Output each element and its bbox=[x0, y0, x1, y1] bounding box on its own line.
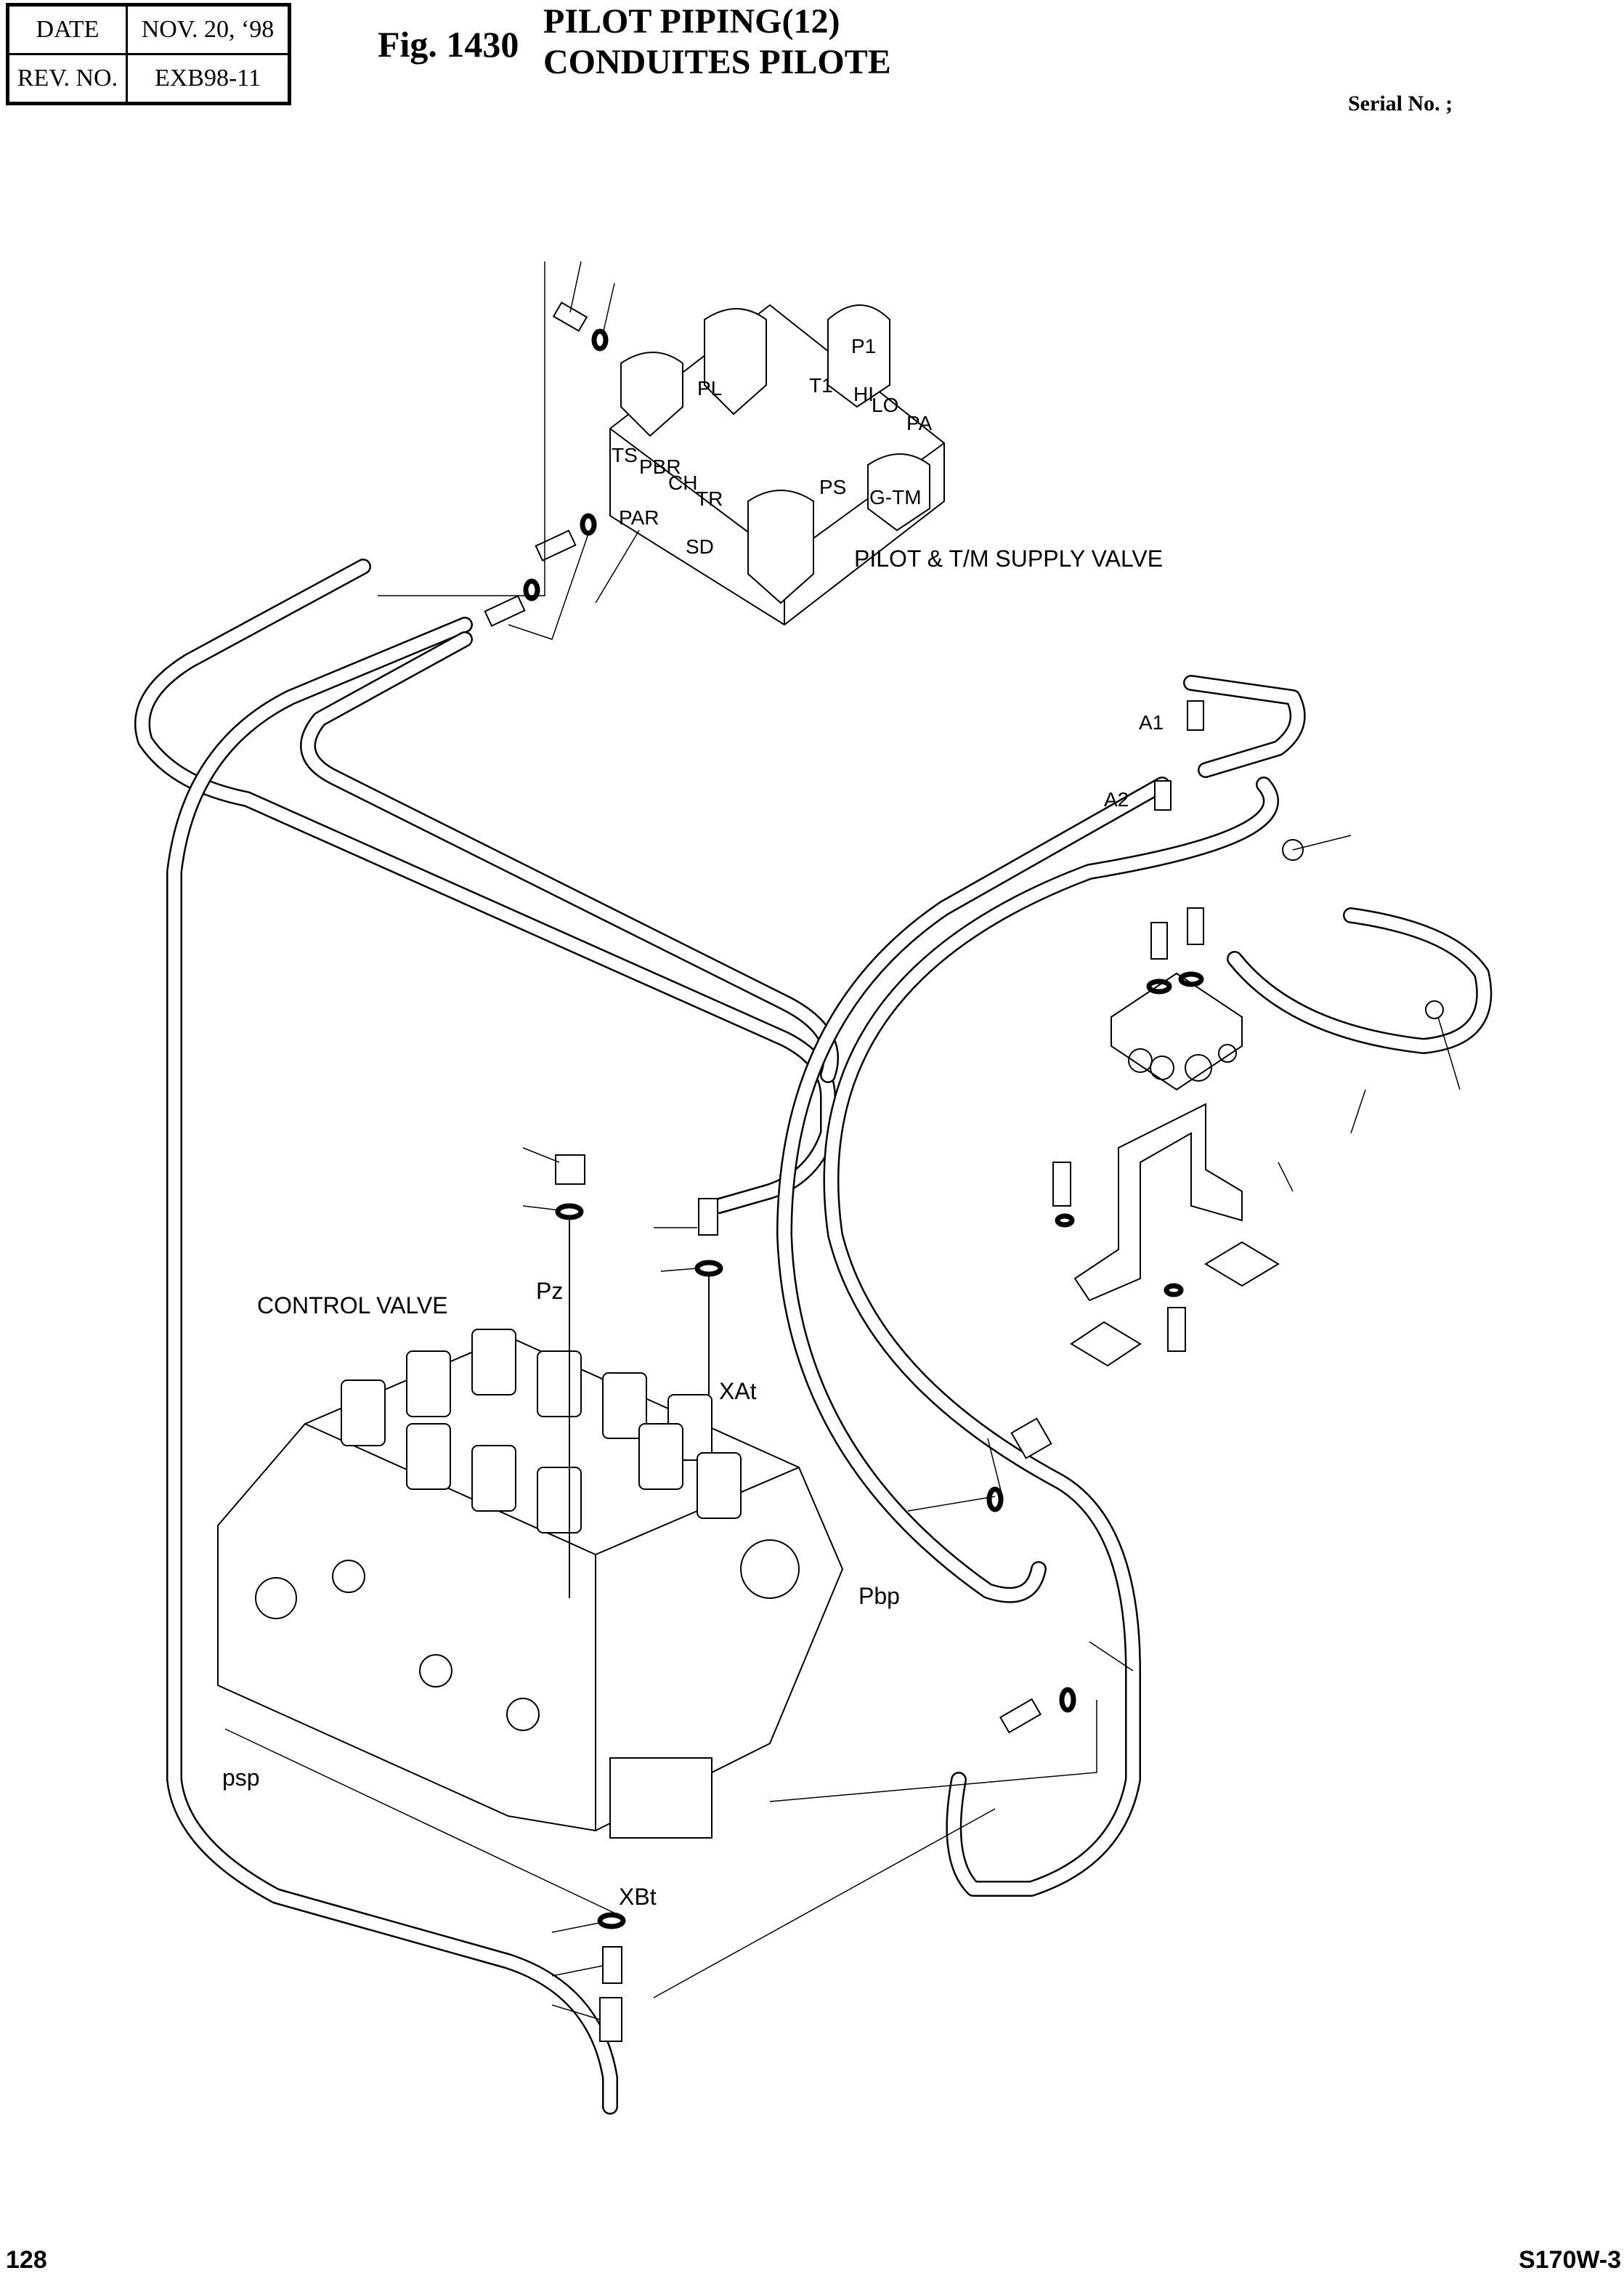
hose-clamp bbox=[1425, 1000, 1444, 1019]
port-label-a1: A1 bbox=[1139, 711, 1164, 734]
control-valve bbox=[217, 1329, 844, 1839]
port-label-t1: T1 bbox=[809, 374, 833, 397]
supply-valve-port-labels: P1 T1 PL HI LO PA TS PBR CH TR PAR SD PS… bbox=[612, 335, 1163, 572]
shuttle-block-assembly: A1 A2 bbox=[1052, 700, 1461, 1367]
port-label-pbp: Pbp bbox=[858, 1583, 900, 1609]
bolt bbox=[1052, 1162, 1071, 1207]
port-label-ps: PS bbox=[819, 476, 846, 498]
o-ring bbox=[580, 513, 597, 536]
model-number: S170W-3 bbox=[1518, 2246, 1621, 2274]
title-french: CONDUITES PILOTE bbox=[543, 43, 891, 81]
port-label-hi: HI bbox=[853, 383, 874, 405]
port-label-pl: PL bbox=[697, 377, 722, 400]
port-label-sd: SD bbox=[686, 535, 714, 558]
control-valve-labels: CONTROL VALVE Pz XAt Pbp psp XBt bbox=[222, 1278, 900, 1910]
port-label-ch: CH bbox=[668, 471, 697, 494]
washer bbox=[1164, 1283, 1184, 1297]
washer bbox=[1055, 1213, 1075, 1228]
o-ring bbox=[523, 578, 540, 601]
shuttle-block bbox=[1111, 972, 1243, 1091]
control-valve-name: CONTROL VALVE bbox=[257, 1292, 448, 1318]
port-label-pz: Pz bbox=[536, 1278, 563, 1304]
port-fitting-a1 bbox=[1187, 700, 1204, 731]
o-ring bbox=[1146, 979, 1172, 994]
port-label-lo: LO bbox=[872, 394, 898, 416]
rubber-mount bbox=[1204, 1241, 1280, 1287]
port-label-ts: TS bbox=[612, 444, 638, 466]
adapter-fitting bbox=[999, 1698, 1042, 1734]
revision-info-table: DATE NOV. 20, ‘98 REV. NO. EXB98-11 bbox=[6, 3, 291, 105]
figure-title: PILOT PIPING(12) CONDUITES PILOTE bbox=[543, 1, 891, 83]
elbow-fitting-pbp bbox=[1010, 1417, 1052, 1459]
rev-label: REV. NO. bbox=[7, 53, 128, 105]
tee-fitting bbox=[1187, 907, 1204, 945]
control-valve-fittings bbox=[224, 1147, 1134, 2042]
port-label-xbt: XBt bbox=[619, 1884, 657, 1910]
control-valve-body bbox=[217, 1335, 844, 1832]
rubber-mount bbox=[1070, 1321, 1142, 1367]
pilot-tm-supply-valve bbox=[609, 304, 945, 626]
port-label-g-tm: G-TM bbox=[869, 486, 922, 509]
o-ring bbox=[591, 328, 609, 352]
bolt bbox=[1167, 1307, 1186, 1352]
port-label-pbr: PBR bbox=[639, 455, 681, 478]
o-ring bbox=[1178, 971, 1204, 987]
o-ring bbox=[986, 1486, 1004, 1512]
o-ring bbox=[555, 1203, 584, 1220]
o-ring bbox=[597, 1912, 626, 1929]
hose-end-fitting bbox=[599, 1997, 622, 2042]
adapter-fitting bbox=[552, 301, 588, 332]
port-fitting-a2 bbox=[1154, 780, 1172, 811]
adapter-fitting-xat bbox=[698, 1198, 718, 1236]
port-label-psp: psp bbox=[222, 1765, 260, 1791]
adapter-fitting bbox=[1150, 922, 1168, 960]
rev-value: EXB98-11 bbox=[126, 53, 291, 105]
port-label-tr: TR bbox=[696, 487, 723, 510]
port-label-a2: A2 bbox=[1104, 788, 1129, 811]
solenoid-front bbox=[747, 490, 814, 604]
o-ring bbox=[694, 1260, 723, 1277]
supply-valve-name: PILOT & T/M SUPPLY VALVE bbox=[854, 546, 1163, 572]
solenoid-right bbox=[827, 304, 890, 408]
adapter-fitting bbox=[484, 595, 526, 627]
serial-number-label: Serial No. ; bbox=[1348, 92, 1453, 116]
end-cover bbox=[609, 1757, 712, 1839]
solenoid-center bbox=[704, 308, 767, 416]
date-value: NOV. 20, ‘98 bbox=[126, 4, 291, 55]
figure-number: Fig. 1430 bbox=[378, 24, 519, 65]
o-ring bbox=[1059, 1687, 1076, 1713]
adapter-fitting-xbt bbox=[602, 1946, 622, 1984]
mounting-bracket bbox=[1073, 1103, 1243, 1302]
solenoid-left bbox=[620, 352, 683, 437]
adapter-fitting bbox=[535, 530, 577, 562]
port-label-pa: PA bbox=[906, 412, 933, 434]
port-label-par: PAR bbox=[619, 506, 659, 529]
port-label-xat: XAt bbox=[719, 1378, 757, 1404]
title-english: PILOT PIPING(12) bbox=[543, 2, 840, 41]
elbow-fitting-pz bbox=[555, 1154, 585, 1185]
solenoid-gtm bbox=[867, 453, 930, 532]
date-label: DATE bbox=[7, 4, 128, 55]
supply-valve-fittings bbox=[378, 261, 640, 640]
page-number: 128 bbox=[6, 2246, 47, 2274]
port-label-p1: P1 bbox=[851, 335, 876, 357]
pilot-hoses bbox=[134, 559, 1493, 2115]
